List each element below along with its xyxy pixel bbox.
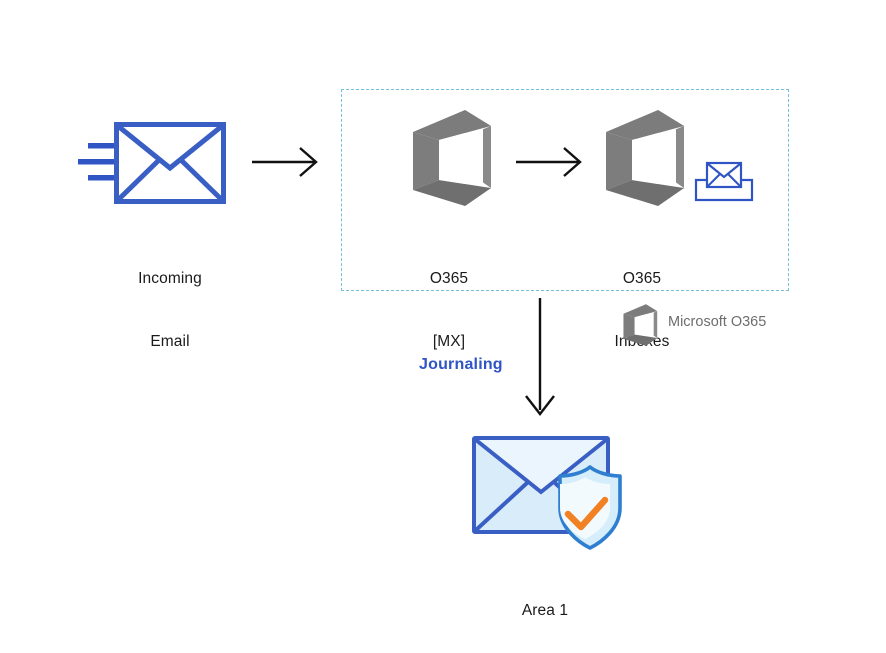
legend-label-microsoft-o365: Microsoft O365 [668, 314, 767, 330]
incoming-email-caption: Incoming Email [90, 226, 250, 394]
incoming-email-caption-line-1: Incoming [138, 270, 202, 287]
o365-mx-caption-line-2: [MX] [432, 333, 466, 350]
arrow-mx-to-inboxes [516, 146, 586, 178]
office365-logo-icon-inboxes [598, 110, 686, 206]
o365-mx-caption: O365 [MX] [369, 226, 529, 394]
envelope-icon [114, 122, 226, 204]
o365-mx-caption-line-1: O365 [429, 270, 469, 287]
microsoft-o365-boundary-box [341, 89, 789, 291]
arrow-inboxes-to-area1 [524, 298, 556, 420]
incoming-email-speed-lines [78, 140, 116, 186]
arrow-incoming-to-mx [252, 146, 322, 178]
legend-office365-logo-icon [620, 304, 658, 346]
envelope-shield-check-icon [470, 432, 634, 550]
incoming-email-caption-line-2: Email [150, 333, 190, 350]
area1-caption-line-1: Area 1 [521, 602, 569, 619]
inbox-tray-envelope-icon [694, 160, 754, 202]
office365-logo-icon-mx [405, 110, 493, 206]
o365-inboxes-caption-line-1: O365 [622, 270, 662, 287]
journaling-label: Journaling [419, 356, 503, 373]
area1-caption: Area 1 email security [465, 558, 625, 653]
